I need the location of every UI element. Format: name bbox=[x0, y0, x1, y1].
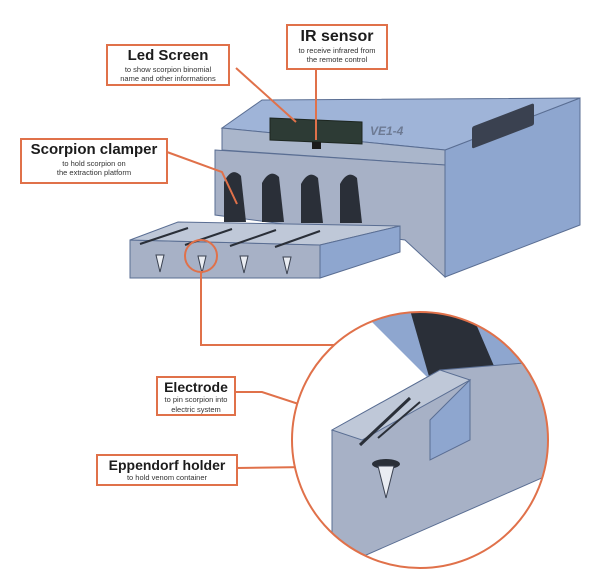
callout-title: Led Screen bbox=[127, 47, 209, 64]
callout-title: IR sensor bbox=[300, 28, 374, 45]
callout-description: electric system bbox=[171, 404, 221, 414]
eppendorf-tubes bbox=[155, 254, 292, 275]
scorpion-clampers bbox=[224, 172, 362, 223]
callout-title: Eppendorf holder bbox=[108, 457, 226, 473]
callout-description: to pin scorpion into bbox=[164, 395, 228, 405]
callout-description: to show scorpion binomial bbox=[124, 64, 212, 74]
side-vent bbox=[472, 103, 534, 149]
callout-title: Electrode bbox=[164, 379, 228, 395]
platform-right bbox=[319, 225, 401, 279]
callout-scorpion-clamper: Scorpion clamper to hold scorpion on the… bbox=[20, 138, 168, 184]
callout-ir-sensor: IR sensor to receive infrared from the r… bbox=[286, 24, 388, 70]
callout-led-screen: Led Screen to show scorpion binomial nam… bbox=[106, 44, 230, 86]
callout-description: the remote control bbox=[306, 54, 368, 64]
clamper bbox=[224, 172, 246, 222]
clamper bbox=[301, 174, 323, 223]
ir-sensor bbox=[312, 142, 321, 149]
device-label: VE1-4 bbox=[370, 124, 404, 138]
callout-electrode: Electrode to pin scorpion into electric … bbox=[156, 376, 236, 416]
callout-description: name and other informations bbox=[120, 73, 216, 83]
callout-description: to receive infrared from bbox=[298, 45, 376, 55]
zoom-detail bbox=[291, 311, 549, 569]
clamper bbox=[262, 173, 284, 222]
callout-description: to hold venom container bbox=[126, 473, 208, 483]
scorpion-extractor-device: VE1-4 bbox=[129, 97, 581, 279]
callout-description: the extraction platform bbox=[56, 167, 132, 177]
callout-eppendorf-holder: Eppendorf holder to hold venom container bbox=[96, 454, 238, 486]
callout-description: to hold scorpion on bbox=[62, 158, 126, 168]
callout-title: Scorpion clamper bbox=[30, 141, 158, 158]
clamper bbox=[340, 174, 362, 223]
